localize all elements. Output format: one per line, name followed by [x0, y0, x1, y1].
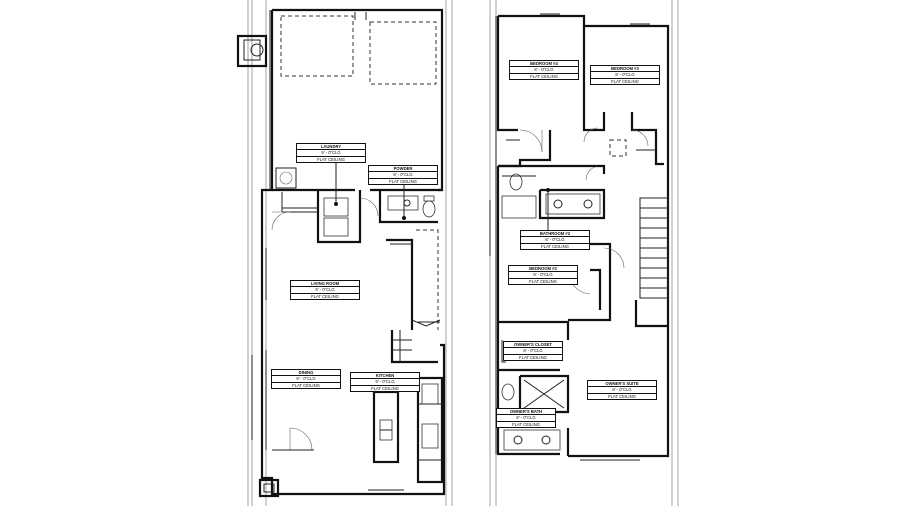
room-ceiling-height: 9' - 0"CLG [291, 287, 359, 294]
room-ceiling-type: FLAT CEILING [512, 421, 540, 427]
room-ceiling-height: 8' - 0"CLG [497, 415, 555, 422]
room-ceiling-height: 8' - 0"CLG [588, 387, 656, 394]
room-label-bedroom-2: BEDROOM #2 8' - 0"CLG FLAT CEILING [508, 265, 578, 286]
room-ceiling-height: 8' - 0"CLG [591, 72, 659, 79]
room-ceiling-height: 9' - 0"CLG [272, 376, 340, 383]
room-name: BATHROOM #2 [521, 231, 589, 238]
room-label-dining: DINING 9' - 0"CLG FLAT CEILING [271, 369, 341, 390]
room-label-bedroom-4: BEDROOM #4 8' - 0"CLG FLAT CEILING [509, 60, 579, 81]
room-ceiling-height: 8' - 0"CLG [510, 67, 578, 74]
room-label-living-room: LIVING ROOM 9' - 0"CLG FLAT CEILING [290, 280, 360, 301]
room-ceiling-type: FLAT CEILING [519, 354, 547, 360]
room-label-owners-suite: OWNER'S SUITE 8' - 0"CLG FLAT CEILING [587, 380, 657, 401]
room-ceiling-type: FLAT CEILING [371, 385, 399, 391]
room-name: POWDER [369, 166, 437, 173]
room-ceiling-height: 9' - 0"CLG [297, 150, 365, 157]
room-name: LIVING ROOM [291, 281, 359, 288]
room-name: BEDROOM #2 [509, 266, 577, 273]
room-ceiling-type: FLAT CEILING [317, 156, 345, 162]
room-label-owners-bath: OWNER'S BATH 8' - 0"CLG FLAT CEILING [496, 408, 556, 429]
room-ceiling-height: 8' - 0"CLG [509, 272, 577, 279]
room-name: OWNER'S SUITE [588, 381, 656, 388]
room-name: BEDROOM #3 [591, 66, 659, 73]
room-ceiling-type: FLAT CEILING [529, 278, 557, 284]
room-ceiling-type: FLAT CEILING [541, 243, 569, 249]
room-ceiling-type: FLAT CEILING [311, 293, 339, 299]
room-ceiling-type: FLAT CEILING [530, 73, 558, 79]
first-floor-plan [236, 0, 453, 506]
room-label-owners-closet: OWNER'S CLOSET 8' - 0"CLG FLAT CEILING [503, 341, 563, 362]
room-name: KITCHEN [351, 373, 419, 380]
room-name: OWNER'S CLOSET [504, 342, 562, 349]
room-ceiling-type: FLAT CEILING [292, 382, 320, 388]
room-name: OWNER'S BATH [497, 409, 555, 416]
room-ceiling-height: 9' - 0"CLG [351, 379, 419, 386]
room-ceiling-type: FLAT CEILING [608, 393, 636, 399]
room-name: LAUNDRY [297, 144, 365, 151]
room-ceiling-height: 8' - 0"CLG [504, 348, 562, 355]
second-floor-plan [489, 0, 679, 506]
room-label-laundry: LAUNDRY 9' - 0"CLG FLAT CEILING [296, 143, 366, 164]
room-ceiling-height: 8' - 0"CLG [521, 237, 589, 244]
room-label-powder: POWDER 9' - 0"CLG FLAT CEILING [368, 165, 438, 186]
room-name: BEDROOM #4 [510, 61, 578, 68]
room-label-bathroom-2: BATHROOM #2 8' - 0"CLG FLAT CEILING [520, 230, 590, 251]
room-ceiling-type: FLAT CEILING [389, 178, 417, 184]
room-ceiling-type: FLAT CEILING [611, 78, 639, 84]
room-ceiling-height: 9' - 0"CLG [369, 172, 437, 179]
room-label-kitchen: KITCHEN 9' - 0"CLG FLAT CEILING [350, 372, 420, 393]
room-label-bedroom-3: BEDROOM #3 8' - 0"CLG FLAT CEILING [590, 65, 660, 86]
room-name: DINING [272, 370, 340, 377]
